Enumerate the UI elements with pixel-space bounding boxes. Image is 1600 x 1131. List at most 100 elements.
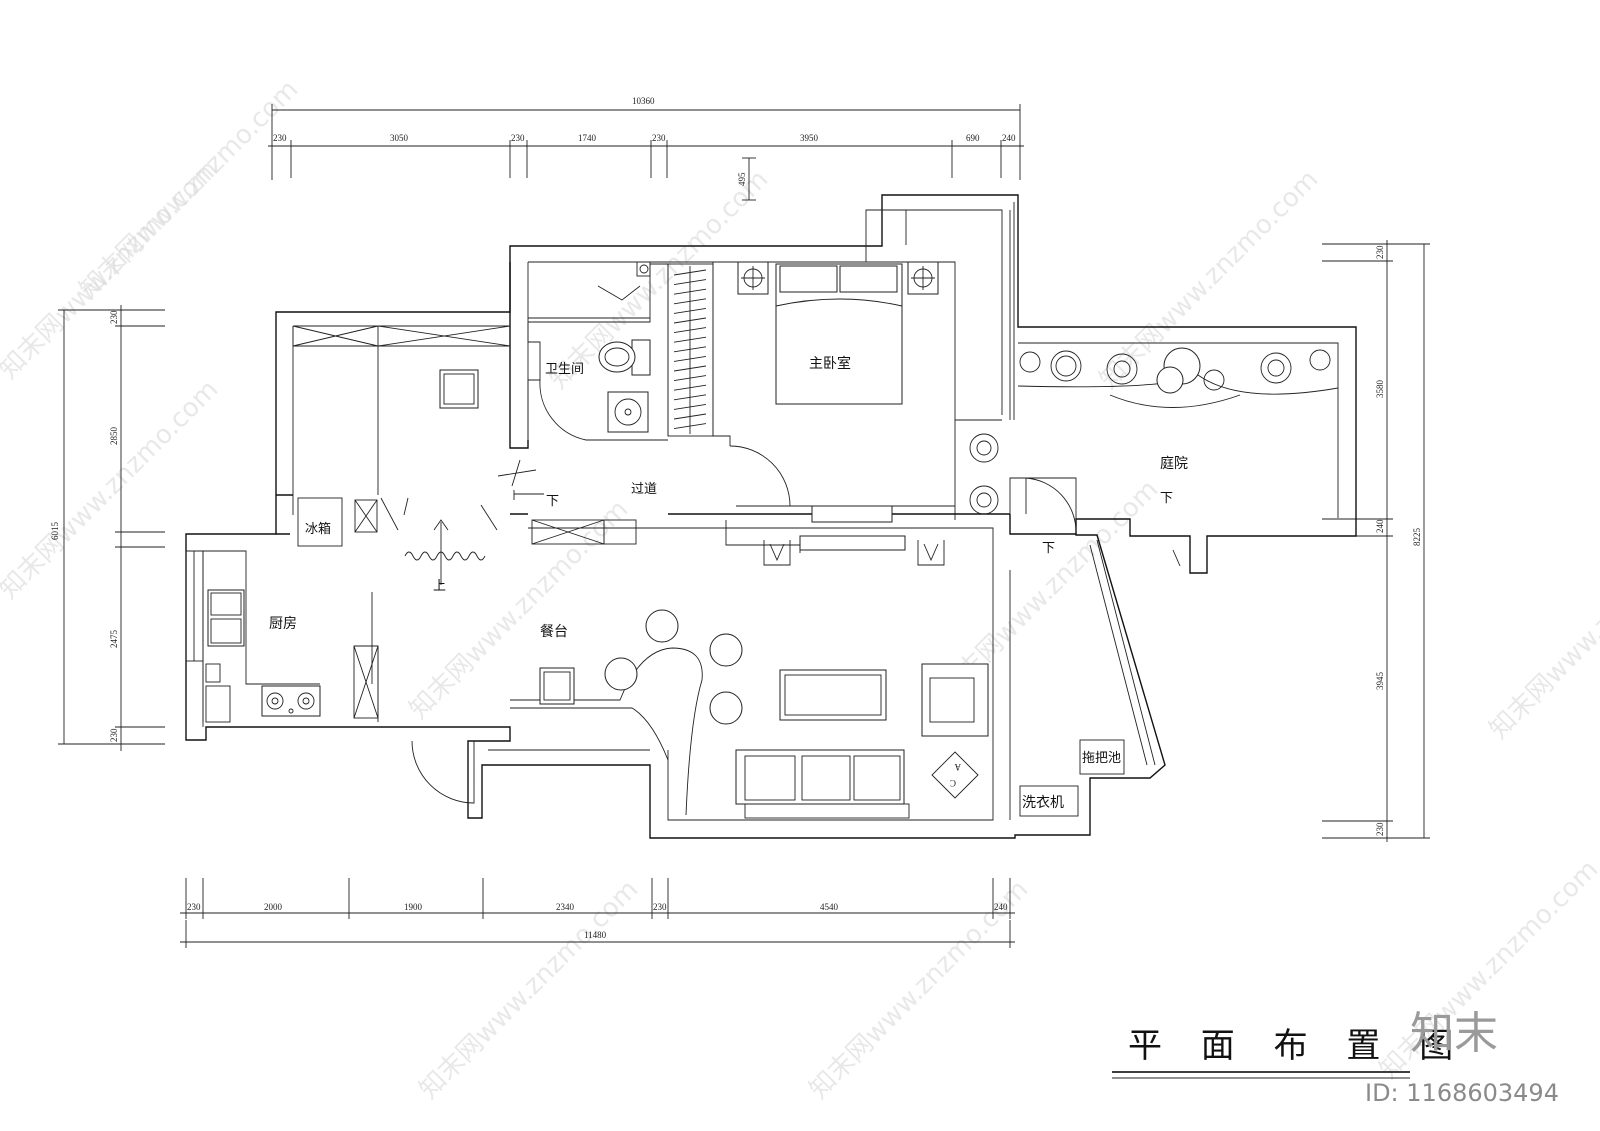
hanger-mark xyxy=(673,336,707,343)
bar-stool-icon xyxy=(709,691,743,725)
hanger-mark xyxy=(673,384,707,391)
room-label-kitchen: 厨房 xyxy=(269,616,297,632)
dimension-bottom-seg: 240 xyxy=(994,902,1008,912)
watermark-text: 知末网www.znzmo.com xyxy=(404,494,635,725)
bedside-lamp-icon xyxy=(907,261,939,295)
dimension-left-seg: 2475 xyxy=(109,630,119,649)
washbasin-icon xyxy=(607,391,649,433)
dimension-right-total: 8225 xyxy=(1412,528,1422,547)
wardrobe xyxy=(667,263,714,437)
bar-stool-icon xyxy=(645,609,679,643)
watermark-text: 知末网www.znzmo.com xyxy=(1094,164,1325,395)
hanger-mark xyxy=(673,394,707,401)
ac-unit-icon: A C xyxy=(931,751,979,799)
dimension-bottom-total: 11480 xyxy=(584,930,607,940)
watermark-id: ID: 1168603494 xyxy=(1365,1079,1559,1107)
hanger-mark xyxy=(673,365,707,372)
dimension-top-seg: 1740 xyxy=(578,133,597,143)
doors xyxy=(380,379,1077,804)
laundry: 拖把池 洗衣机 xyxy=(1019,539,1156,817)
bed-icon xyxy=(775,263,903,405)
stove-icon xyxy=(261,685,321,717)
dimension-top: 10360 230 3050 230 1740 230 3950 690 240… xyxy=(268,96,1024,201)
hanger-mark xyxy=(673,269,707,276)
kitchen: 冰箱 厨房 xyxy=(185,497,379,723)
hanger-mark xyxy=(673,298,707,305)
hanger-mark xyxy=(673,403,707,410)
dimension-top-total: 10360 xyxy=(632,96,655,106)
dimension-bottom-seg: 2000 xyxy=(264,902,283,912)
hanger-mark xyxy=(673,423,707,430)
dimension-bottom-seg: 2340 xyxy=(556,902,575,912)
corridor: 过道 下 xyxy=(354,482,657,545)
dimension-left-seg: 2850 xyxy=(109,427,119,446)
dimension-left-seg: 230 xyxy=(109,728,119,742)
bedside-lamp-icon xyxy=(737,261,769,295)
dimension-left: 6015 230 2850 2475 230 xyxy=(50,305,165,751)
stair-down-label: 下 xyxy=(1042,541,1055,556)
master-bedroom: 主卧室 xyxy=(737,261,939,551)
living-area: 餐台 A C xyxy=(510,540,989,819)
hanger-mark xyxy=(673,307,707,314)
fridge-label: 冰箱 xyxy=(305,521,331,537)
armchair-icon xyxy=(921,663,989,737)
watermark-text: 知末网www.znzmo.com xyxy=(414,874,645,1105)
watermark-logo: 知末 xyxy=(1410,1008,1498,1059)
room-label-master-bedroom: 主卧室 xyxy=(809,355,851,372)
dimension-top-seg: 240 xyxy=(1002,133,1016,143)
dimension-bottom: 230 2000 1900 2340 230 4540 240 11480 xyxy=(180,878,1015,948)
dimension-left-seg: 230 xyxy=(109,310,119,324)
stair-down-label: 下 xyxy=(1160,491,1173,506)
hanger-mark xyxy=(673,327,707,334)
hanger-mark xyxy=(673,375,707,382)
dimension-top-seg: 230 xyxy=(273,133,287,143)
hanger-mark xyxy=(673,355,707,362)
drawing-title: 平 面 布 置 图 xyxy=(1112,1026,1467,1079)
bar-stool-icon xyxy=(604,657,638,691)
dimension-right-seg: 3580 xyxy=(1375,380,1385,399)
watermark-text: 知末网www.znzmo.com xyxy=(1484,514,1600,745)
watermark-text: 知末网www.znzmo.com xyxy=(0,374,224,605)
dimension-top-seg: 3050 xyxy=(390,133,409,143)
hanger-mark xyxy=(673,317,707,324)
plan-title: 平 面 布 置 图 xyxy=(1128,1026,1467,1066)
dimension-right-seg: 230 xyxy=(1375,822,1385,836)
dimension-right-seg: 230 xyxy=(1375,245,1385,259)
plant-icon xyxy=(969,347,1331,515)
bar-stool-icon xyxy=(709,633,743,667)
dimension-bottom-seg: 4540 xyxy=(820,902,839,912)
armchair-icon xyxy=(439,369,479,409)
dimension-bottom-seg: 230 xyxy=(653,902,667,912)
bathroom-fixtures: 卫生间 xyxy=(545,261,651,433)
dimension-top-extra: 495 xyxy=(737,172,747,186)
dimension-right-seg: 3945 xyxy=(1375,672,1385,691)
armchair-icon xyxy=(539,667,575,705)
dimension-top-seg: 3950 xyxy=(800,133,819,143)
washing-machine-label: 洗衣机 xyxy=(1022,795,1064,811)
dimension-top-seg: 690 xyxy=(966,133,980,143)
room-label-corridor: 过道 xyxy=(631,482,657,497)
hanger-mark xyxy=(673,288,707,295)
hanger-mark xyxy=(673,279,707,286)
watermark-brand: 知末 ID: 1168603494 xyxy=(1365,1008,1559,1107)
dimension-bottom-seg: 1900 xyxy=(404,902,423,912)
dimension-right: 8225 230 3580 240 3945 230 xyxy=(1322,240,1430,842)
dimension-left-total: 6015 xyxy=(50,522,60,541)
sink-icon xyxy=(207,589,245,647)
hanger-mark xyxy=(673,346,707,353)
coffee-table-icon xyxy=(779,669,887,721)
dimension-top-seg: 230 xyxy=(652,133,666,143)
stair-down-label: 下 xyxy=(546,494,559,509)
ac-label-c: C xyxy=(950,778,956,788)
hanger-mark xyxy=(673,413,707,420)
room-label-dining: 餐台 xyxy=(540,624,568,640)
ac-label-a: A xyxy=(954,762,961,772)
stair-up-label: 上 xyxy=(433,579,446,594)
toilet-icon xyxy=(598,339,651,376)
stairs-up: 上 xyxy=(404,519,486,594)
mop-sink-label: 拖把池 xyxy=(1082,751,1121,766)
dimension-top-seg: 230 xyxy=(511,133,525,143)
sofa-icon xyxy=(735,749,910,819)
dimension-right-seg: 240 xyxy=(1375,519,1385,533)
